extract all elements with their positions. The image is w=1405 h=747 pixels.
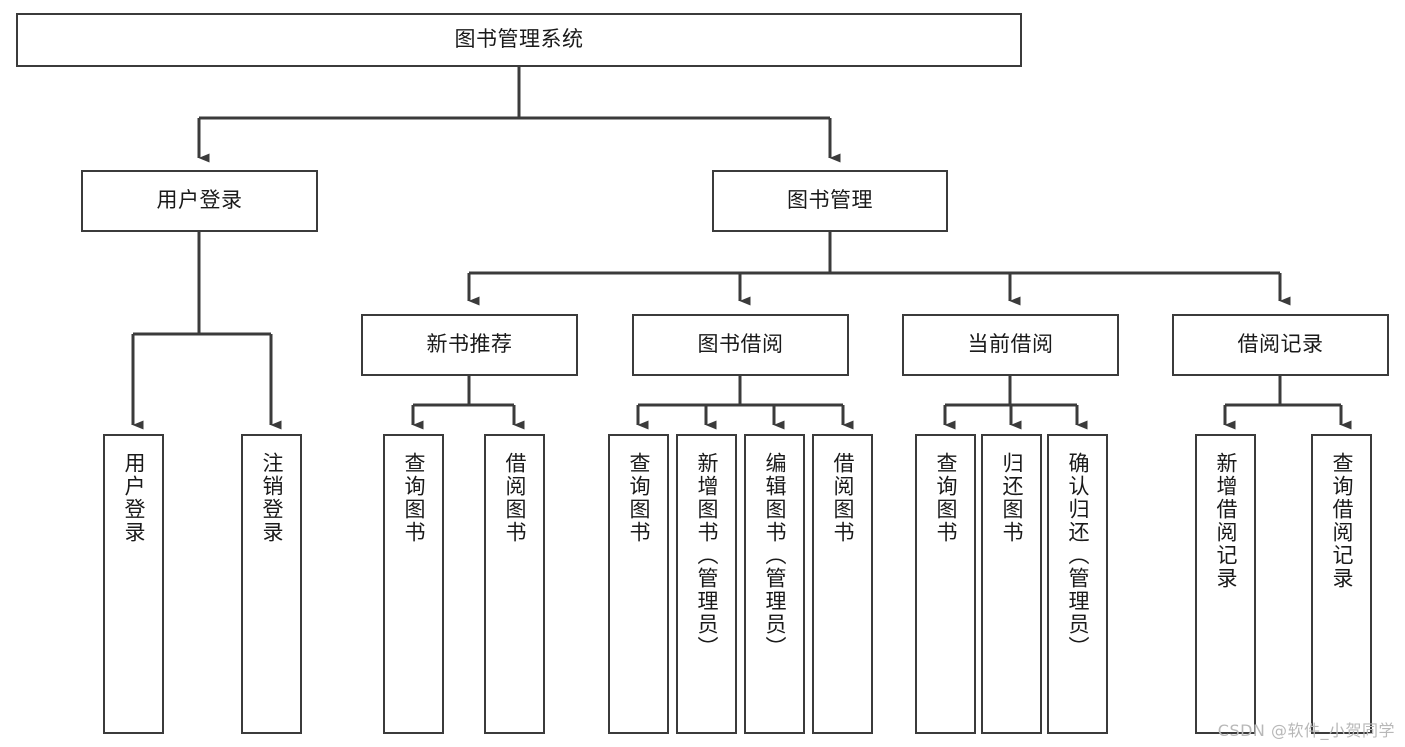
node-current-borrow[interactable]: 当前借阅 bbox=[902, 314, 1119, 376]
node-leaf-borrow-record-add[interactable]: 新增借阅记录 bbox=[1195, 434, 1256, 734]
node-leaf-book-borrow-query[interactable]: 查询图书 bbox=[608, 434, 669, 734]
node-leaf-user-login-logout[interactable]: 注销登录 bbox=[241, 434, 302, 734]
node-leaf-label: 归还图书 bbox=[1000, 452, 1025, 544]
node-borrow-record[interactable]: 借阅记录 bbox=[1172, 314, 1389, 376]
node-new-book-recommend-label: 新书推荐 bbox=[426, 332, 513, 357]
node-leaf-label: 借阅图书 bbox=[503, 452, 528, 544]
node-book-borrow[interactable]: 图书借阅 bbox=[632, 314, 849, 376]
node-leaf-label: 确认归还（管理员） bbox=[1066, 452, 1091, 659]
node-leaf-label: 查询图书 bbox=[627, 452, 652, 544]
node-user-login[interactable]: 用户登录 bbox=[81, 170, 318, 232]
node-leaf-current-borrow-return[interactable]: 归还图书 bbox=[981, 434, 1042, 734]
node-book-management[interactable]: 图书管理 bbox=[712, 170, 948, 232]
node-user-login-label: 用户登录 bbox=[156, 188, 243, 213]
node-leaf-label: 查询图书 bbox=[934, 452, 959, 544]
node-leaf-book-borrow-borrow[interactable]: 借阅图书 bbox=[812, 434, 873, 734]
node-root-book-management-system[interactable]: 图书管理系统 bbox=[16, 13, 1022, 67]
node-book-management-label: 图书管理 bbox=[787, 188, 873, 213]
node-leaf-label: 新增借阅记录 bbox=[1214, 452, 1239, 590]
node-leaf-borrow-record-query[interactable]: 查询借阅记录 bbox=[1311, 434, 1372, 734]
node-leaf-label: 借阅图书 bbox=[831, 452, 856, 544]
node-leaf-label: 新增图书（管理员） bbox=[695, 452, 720, 659]
node-leaf-label: 注销登录 bbox=[260, 452, 285, 544]
node-leaf-current-borrow-query[interactable]: 查询图书 bbox=[915, 434, 976, 734]
node-current-borrow-label: 当前借阅 bbox=[967, 332, 1054, 357]
node-leaf-label: 查询借阅记录 bbox=[1330, 452, 1355, 590]
node-book-borrow-label: 图书借阅 bbox=[697, 332, 784, 357]
node-leaf-label: 用户登录 bbox=[122, 452, 147, 544]
node-leaf-new-book-query[interactable]: 查询图书 bbox=[383, 434, 444, 734]
node-leaf-user-login-login[interactable]: 用户登录 bbox=[103, 434, 164, 734]
node-root-label: 图书管理系统 bbox=[454, 27, 584, 52]
node-leaf-new-book-borrow[interactable]: 借阅图书 bbox=[484, 434, 545, 734]
node-new-book-recommend[interactable]: 新书推荐 bbox=[361, 314, 578, 376]
node-leaf-current-borrow-confirm-return[interactable]: 确认归还（管理员） bbox=[1047, 434, 1108, 734]
node-leaf-label: 查询图书 bbox=[402, 452, 427, 544]
node-borrow-record-label: 借阅记录 bbox=[1237, 332, 1324, 357]
node-leaf-label: 编辑图书（管理员） bbox=[763, 452, 788, 659]
node-leaf-book-borrow-edit[interactable]: 编辑图书（管理员） bbox=[744, 434, 805, 734]
node-leaf-book-borrow-add[interactable]: 新增图书（管理员） bbox=[676, 434, 737, 734]
